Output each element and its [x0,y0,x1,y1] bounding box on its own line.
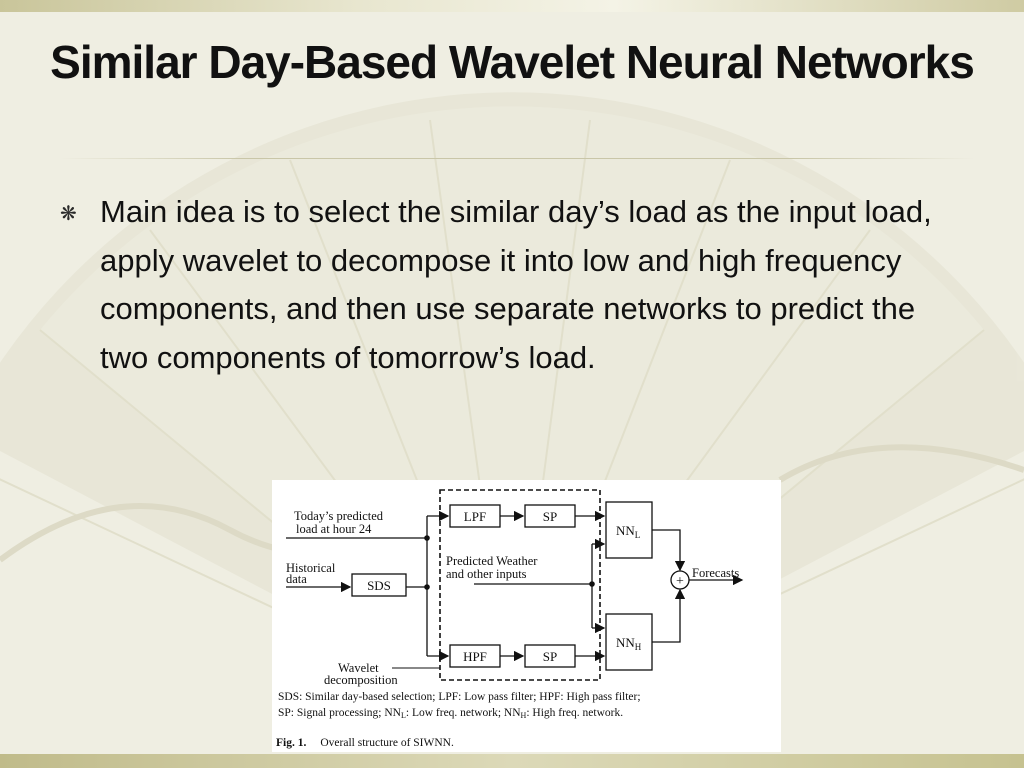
sds-block [351,573,407,597]
wavelet-label-2: decomposition [324,673,398,687]
junction-dot-weather [589,581,595,587]
sds-label: SDS [367,578,391,593]
slide-title: Similar Day-Based Wavelet Neural Network… [50,36,975,88]
figure-caption: Fig. 1.Overall structure of SIWNN. [276,737,454,749]
weather-label-1: Predicted Weather [446,554,538,568]
lpf-label: LPF [464,509,486,524]
historical-label-1: Historical [286,561,336,575]
junction-dot-top [424,535,430,541]
nnl-label: NNL [616,523,640,540]
legend-line-1: SDS: Similar day-based selection; LPF: L… [278,691,641,703]
siwnn-figure: Today’s predicted load at hour 24 Histor… [272,480,781,752]
title-divider [60,158,975,159]
today-load-label-2: load at hour 24 [296,522,372,536]
sp-top-label: SP [543,509,557,524]
block-diagram: Today’s predicted load at hour 24 Histor… [276,489,744,749]
nnl-block [605,501,653,559]
sp-bottom-label: SP [543,649,557,664]
historical-label-2: data [286,572,307,586]
sum-symbol: + [676,574,684,589]
top-decor-band [0,0,1024,12]
hpf-label: HPF [463,649,487,664]
nnl-to-sum-arrow [652,529,686,572]
wavelet-label-1: Wavelet [338,661,379,675]
junction-dot-mid [424,584,430,590]
bottom-decor-band [0,754,1024,768]
today-load-label-1: Today’s predicted [294,509,384,523]
bullet-icon: ❋ [60,203,77,225]
nnh-label: NNH [616,635,642,652]
legend-line-2: SP: Signal processing; NNL: Low freq. ne… [278,707,623,720]
bullet-text: Main idea is to select the similar day’s… [100,194,932,375]
wavelet-dashed-box [439,489,601,681]
nnh-to-sum-arrow [652,588,686,643]
forecasts-label: Forecasts [692,566,739,580]
weather-label-2: and other inputs [446,567,527,581]
